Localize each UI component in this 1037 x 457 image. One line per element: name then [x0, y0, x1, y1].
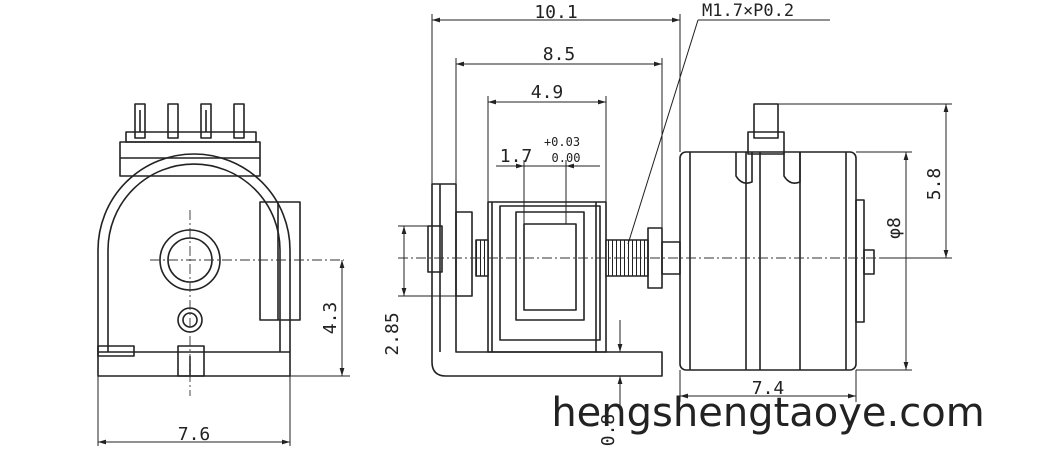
front-view — [97, 103, 301, 377]
dim-overall-length: 10.1 — [534, 2, 577, 23]
front-dims — [97, 260, 350, 446]
watermark: hengshengtaoye.com — [551, 390, 984, 436]
dim-shaft-height: 2.85 — [382, 312, 403, 355]
dim-slider-travel: 4.9 — [531, 82, 564, 103]
dim-motor-diameter: φ8 — [884, 217, 905, 239]
dim-thread-spec: M1.7×P0.2 — [702, 1, 794, 21]
side-view — [427, 103, 875, 377]
dim-pitch: 1.7 — [500, 146, 533, 167]
motor-body-outline — [97, 153, 291, 352]
side-terminal — [735, 103, 801, 184]
dim-tolerance-upper: +0.03 — [544, 135, 580, 149]
side-dims — [398, 14, 952, 406]
dim-front-width: 7.6 — [178, 424, 211, 445]
dim-bracket-length: 8.5 — [543, 44, 576, 65]
motor-can — [679, 151, 875, 371]
dim-tolerance-lower: 0.00 — [552, 151, 581, 165]
dim-terminal-height: 5.8 — [924, 168, 945, 201]
dim-motor-length: 7.4 — [752, 378, 785, 399]
slider-nut — [487, 201, 607, 353]
dim-front-height: 4.3 — [320, 302, 341, 335]
dim-bottom-offset: 0.8 — [598, 414, 619, 447]
terminal-pins — [125, 103, 257, 143]
terminal-block — [119, 141, 261, 177]
